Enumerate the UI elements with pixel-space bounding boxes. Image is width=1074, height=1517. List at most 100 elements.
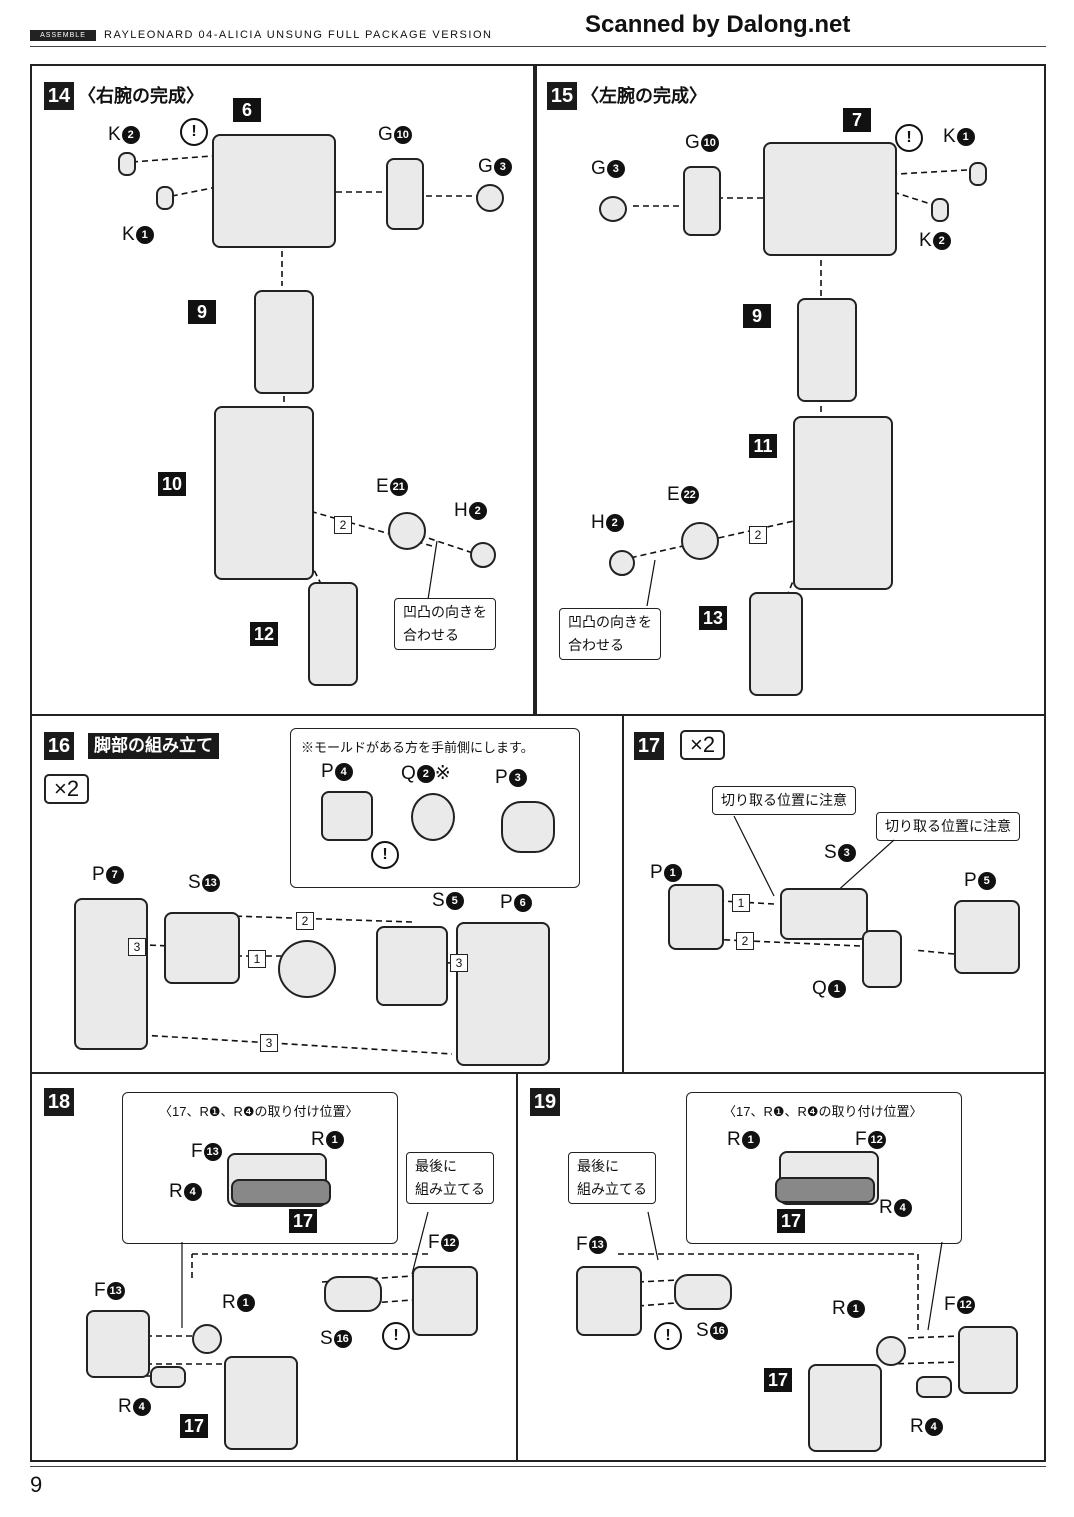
part-10: 10 <box>158 472 186 496</box>
forearm-part <box>793 416 893 590</box>
assemble-tag: ASSEMBLE <box>30 30 96 41</box>
part-17 <box>808 1364 882 1452</box>
part-h2 <box>609 550 635 576</box>
part-k2 <box>118 152 136 176</box>
step-number: 19 <box>530 1088 560 1116</box>
header-rule <box>30 46 1046 47</box>
part-17-label: 17 <box>777 1209 805 1233</box>
part-11: 11 <box>749 434 777 458</box>
arrow-step-2: 2 <box>334 516 352 534</box>
assemble-last-note: 最後に 組み立てる <box>568 1152 656 1204</box>
cut-position-note-1: 切り取る位置に注意 <box>712 786 856 815</box>
caution-icon: ! <box>654 1322 682 1350</box>
caution-icon: ! <box>180 118 208 146</box>
step-14-panel: 14 〈右腕の完成〉 6 ! K2 K1 G10 G3 9 1 10 2 E21… <box>30 64 535 716</box>
part-g3 <box>476 184 504 212</box>
forearm-part <box>214 406 314 580</box>
caution-icon: ! <box>371 841 399 869</box>
part-g10 <box>386 158 424 230</box>
step-number: 18 <box>44 1088 74 1116</box>
step-number: 15 <box>547 82 577 110</box>
part-p6 <box>456 922 550 1066</box>
step-number: 17 <box>634 732 664 760</box>
part-f12 <box>958 1326 1018 1394</box>
caution-icon: ! <box>382 1322 410 1350</box>
quantity-multiplier: ×2 <box>680 730 726 760</box>
page-number: 9 <box>30 1472 43 1497</box>
part-p5 <box>954 900 1020 974</box>
arrow-step-1: 1 <box>732 894 750 912</box>
part-k2 <box>931 198 949 222</box>
step-number: 16 <box>44 732 74 760</box>
part-s13 <box>164 912 240 984</box>
arrow-step-3b: 3 <box>450 954 468 972</box>
part-k1 <box>969 162 987 186</box>
part-f12 <box>412 1266 478 1336</box>
part-q2 <box>411 793 455 841</box>
part-p7 <box>74 898 148 1050</box>
part-17 <box>224 1356 298 1450</box>
part-r1 <box>876 1336 906 1366</box>
shoulder-part <box>763 142 897 256</box>
part-13: 13 <box>699 606 727 630</box>
part-f13 <box>576 1266 642 1336</box>
arrow-step-1: 1 <box>248 950 266 968</box>
part-s5 <box>376 926 448 1006</box>
cut-position-note-2: 切り取る位置に注意 <box>876 812 1020 841</box>
part-7: 7 <box>843 108 871 132</box>
step-title: 〈右腕の完成〉 <box>78 86 204 106</box>
part-9: 9 <box>743 304 771 328</box>
step-number: 14 <box>44 82 74 110</box>
part-k1 <box>156 186 174 210</box>
part-9: 9 <box>188 300 216 324</box>
part-12: 12 <box>250 622 278 646</box>
part-h2 <box>470 542 496 568</box>
part-e22 <box>681 522 719 560</box>
part-p3 <box>501 801 555 853</box>
part-s3 <box>780 888 868 940</box>
arrow-step-3: 3 <box>128 938 146 956</box>
arrow-step-2: 2 <box>296 912 314 930</box>
step-title: 脚部の組み立て <box>88 733 219 759</box>
part-6: 6 <box>233 98 261 122</box>
part-r4 <box>150 1366 186 1388</box>
arrow-step-2: 2 <box>749 526 767 544</box>
part-s16 <box>674 1274 732 1310</box>
part-p1 <box>668 884 724 950</box>
upper-arm-part <box>254 290 314 394</box>
part-g10 <box>683 166 721 236</box>
shoulder-part <box>212 134 336 248</box>
part-p4 <box>321 791 373 841</box>
alignment-note: 凹凸の向きを 合わせる <box>394 598 496 650</box>
hand-part <box>308 582 358 686</box>
